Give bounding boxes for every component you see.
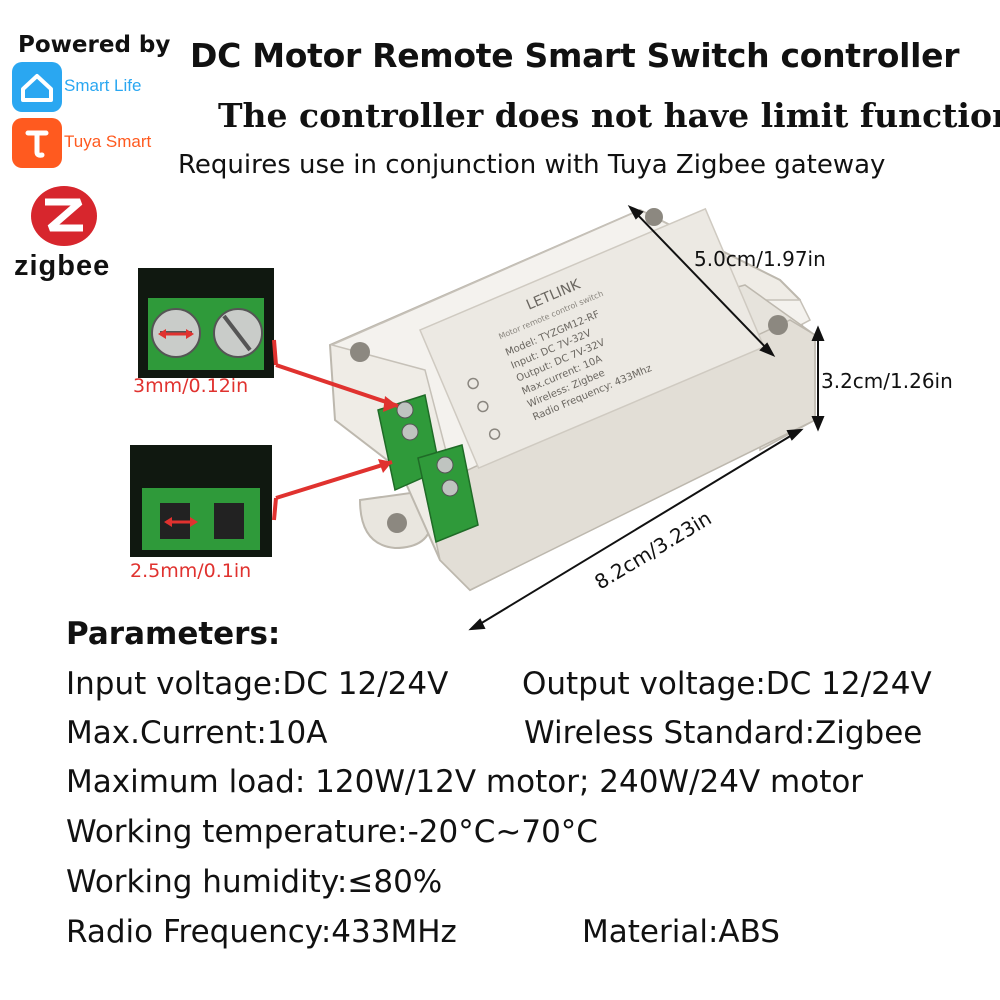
device-label: LETLINK Motor remote control switch Mode… [419, 207, 765, 470]
param-output-voltage: Output voltage:DC 12/24V [522, 666, 932, 702]
width-dimension: 5.0cm/1.97in [694, 247, 826, 271]
param-material: Material:ABS [582, 914, 780, 950]
annotation-arrows [158, 329, 399, 527]
screw-hole [350, 342, 370, 362]
param-input-voltage: Input voltage:DC 12/24V [66, 666, 449, 702]
param-max-current: Max.Current:10A [66, 715, 328, 751]
param-wireless: Wireless Standard:Zigbee [524, 715, 923, 751]
screw-terminal-inset [138, 268, 274, 378]
smart-life-icon [12, 62, 62, 112]
screw-spacing-label: 3mm/0.12in [133, 375, 248, 397]
param-max-load: Maximum load: 120W/12V motor; 240W/24V m… [66, 764, 864, 800]
height-dimension: 3.2cm/1.26in [821, 369, 953, 393]
dimension-lines [468, 204, 825, 631]
smart-life-text: Smart Life [64, 76, 142, 95]
tuya-icon [12, 118, 62, 168]
page-title: DC Motor Remote Smart Switch controller [190, 36, 960, 75]
screw-hole [768, 315, 788, 335]
terminal-block-lower [417, 444, 479, 544]
screw-hole [645, 208, 663, 226]
wire-terminal-inset [130, 445, 272, 557]
param-radio: Radio Frequency:433MHz [66, 914, 457, 950]
zigbee-text: zigbee [14, 250, 111, 282]
terminal-spacing-label: 2.5mm/0.1in [130, 560, 251, 582]
param-humidity: Working humidity:≤80% [66, 864, 443, 900]
param-temperature: Working temperature:-20°C~70°C [66, 814, 598, 850]
product-illustration: LETLINK Motor remote control switch Mode… [130, 204, 953, 631]
tuya-smart-text: Tuya Smart [64, 132, 152, 151]
powered-by-label: Powered by [18, 32, 171, 58]
smart-life-badge: Smart Life [12, 62, 172, 112]
page-subtitle: The controller does not have limit funct… [218, 96, 1000, 135]
tuya-smart-badge: Tuya Smart [12, 118, 172, 168]
gateway-note: Requires use in conjunction with Tuya Zi… [178, 150, 886, 180]
parameters-title: Parameters: [66, 616, 281, 652]
zigbee-logo-icon [28, 184, 100, 248]
screw-hole [387, 513, 407, 533]
